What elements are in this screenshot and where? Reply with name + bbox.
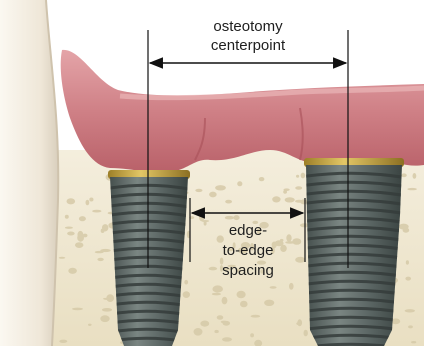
bone-pore	[405, 277, 411, 281]
bone-pore	[65, 215, 69, 219]
bone-pore	[295, 186, 302, 189]
bone-pore	[411, 341, 416, 343]
bone-pore	[100, 315, 109, 322]
bone-pore	[399, 224, 409, 230]
edge-spacing-label-line-1: edge-	[212, 221, 284, 241]
bone-pore	[92, 210, 101, 213]
bone-pore	[195, 189, 202, 192]
bone-pore	[59, 257, 66, 259]
bone-pore	[214, 330, 218, 333]
bone-pore	[78, 231, 84, 239]
bone-pore	[75, 242, 83, 248]
bone-pore	[304, 330, 308, 337]
bone-pore	[408, 325, 413, 328]
bone-pore	[65, 227, 73, 229]
bone-pore	[59, 340, 67, 343]
edge-spacing-label-line-3: spacing	[212, 261, 284, 281]
bone-pore	[237, 181, 242, 186]
bone-pore	[407, 188, 417, 190]
bone-pore	[225, 216, 234, 220]
bone-pore	[283, 190, 287, 194]
natural-tooth	[0, 0, 58, 346]
bone-pore	[221, 321, 228, 324]
bone-pore	[405, 309, 415, 312]
bone-pore	[183, 291, 190, 298]
bone-pore	[295, 257, 305, 263]
centerpoint-label: osteotomy centerpoint	[188, 17, 308, 55]
bone-pore	[102, 224, 108, 231]
bone-pore	[212, 293, 221, 296]
implant-right	[300, 158, 408, 346]
bone-pore	[413, 173, 417, 179]
bone-pore	[225, 200, 232, 204]
bone-pore	[97, 258, 103, 261]
bone-pore	[272, 196, 280, 202]
bone-pore	[89, 198, 93, 202]
bone-pore	[237, 291, 246, 298]
bone-pore	[289, 283, 294, 290]
bone-pore	[251, 315, 261, 318]
bone-pore	[233, 215, 239, 220]
bone-pore	[215, 185, 226, 190]
bone-pore	[217, 315, 224, 320]
edge-spacing-label: edge- to-edge spacing	[212, 221, 284, 281]
centerpoint-label-line-2: centerpoint	[188, 36, 308, 55]
bone-pore	[209, 192, 217, 198]
bone-pore	[79, 216, 86, 221]
bone-pore	[250, 333, 254, 337]
bone-pore	[95, 251, 104, 253]
bone-pore	[285, 197, 295, 202]
bone-pore	[401, 173, 407, 177]
bone-pore	[406, 260, 409, 264]
bone-pore	[240, 301, 248, 308]
bone-pore	[184, 280, 188, 285]
bone-pore	[200, 321, 209, 327]
bone-pore	[270, 286, 277, 289]
bone-pore	[72, 308, 83, 311]
bone-pore	[296, 175, 299, 178]
bone-pore	[292, 238, 301, 245]
bone-pore	[68, 268, 77, 274]
gum-tissue	[61, 50, 424, 172]
bone-pore	[286, 234, 291, 242]
bone-pore	[86, 200, 90, 206]
bone-pore	[285, 241, 295, 244]
bone-pore	[194, 328, 203, 336]
bone-pore	[67, 198, 76, 204]
bone-pore	[67, 232, 75, 236]
bone-pore	[222, 297, 228, 305]
bone-pore	[201, 220, 209, 222]
bone-pore	[199, 214, 204, 222]
bone-pore	[301, 173, 306, 179]
bone-pore	[259, 177, 265, 181]
bone-pore	[102, 308, 112, 312]
bone-pore	[88, 324, 92, 326]
bone-pore	[222, 337, 232, 341]
bone-pore	[264, 300, 274, 306]
bone-pore	[212, 285, 223, 292]
bone-pore	[295, 200, 303, 203]
bone-pore	[296, 322, 301, 325]
edge-spacing-label-line-2: to-edge	[212, 241, 284, 261]
centerpoint-label-line-1: osteotomy	[188, 17, 308, 36]
bone-pore	[106, 294, 114, 302]
